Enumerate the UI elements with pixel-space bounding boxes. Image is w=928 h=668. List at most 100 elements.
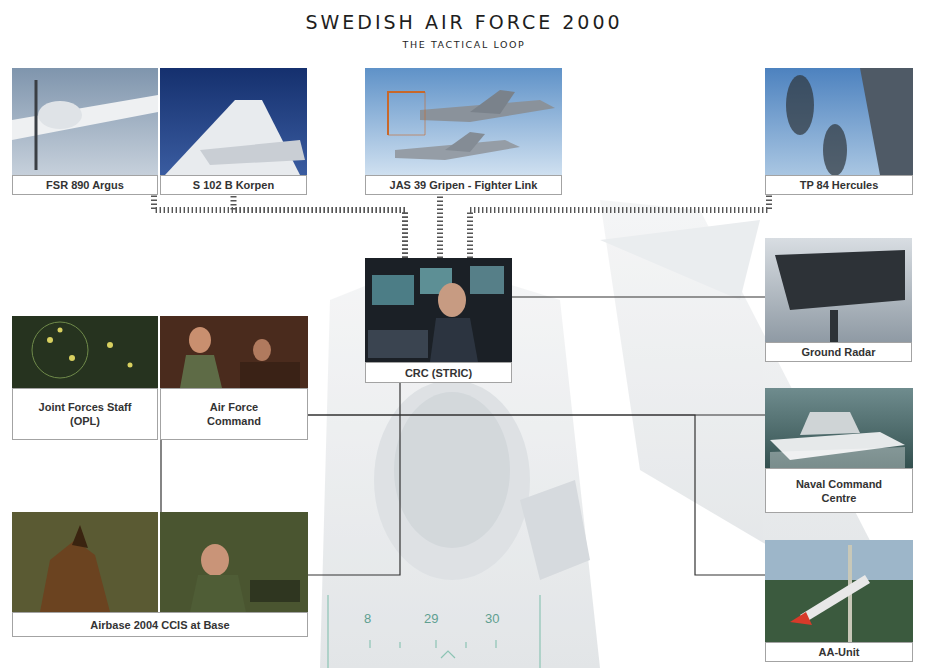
caption-band: S 102 B Korpen [160,175,307,195]
photo [160,512,308,612]
scope-dot [69,355,75,361]
photo-box: TP 84 Hercules [765,68,913,195]
photo-argus [12,68,158,175]
photo-jfs [12,316,158,388]
diagram-title: SWEDISH AIR FORCE 2000 [0,11,928,33]
propeller [823,124,847,176]
data-link-line [470,195,769,258]
photo-crc [365,258,512,362]
screen [372,275,414,305]
hud-tick [465,642,466,648]
person [189,327,211,353]
data-link-line [437,195,443,258]
photo-box: FSR 890 Argus [12,68,158,195]
diagram-subtitle: THE TACTICAL LOOP [0,39,928,50]
box-label: AA-Unit [819,645,860,659]
photo [765,68,913,175]
photo-gripen [365,68,562,175]
hud-number: 8 [364,611,371,626]
missile-flame [790,612,812,625]
hud-tick [435,640,436,648]
box-label: S 102 B Korpen [193,178,274,192]
person [253,339,271,361]
photo-aa [765,540,913,645]
photo-box: JAS 39 Gripen - Fighter Link [365,68,562,195]
soldier [201,544,229,576]
box-label: Airbase 2004 CCIS at Base [90,618,229,632]
missile [800,575,870,622]
jet-wing [445,132,485,152]
box-label: Air Force Command [194,400,274,428]
aircraft-wing [12,95,158,140]
caption-band: Airbase 2004 CCIS at Base [12,612,308,637]
hud-scale [328,595,540,668]
connector-line [308,383,400,575]
photo-box: Naval Command Centre [765,388,913,513]
scope-dot [107,342,113,348]
photo [12,316,158,388]
caption-band: Naval Command Centre [765,468,913,513]
box-label: JAS 39 Gripen - Fighter Link [390,178,538,192]
equipment [250,580,300,602]
photo-box: AA-Unit [765,540,913,662]
photo [365,68,562,175]
jet-canopy [374,380,530,580]
photo-box: CRC (STRIC) [365,258,512,383]
photo [12,512,158,612]
soldier-body [190,575,246,612]
scope-dot [128,363,133,368]
hud-caret [441,651,455,658]
photo [160,316,308,388]
hud-number: 29 [424,611,438,626]
target-bracket [388,92,425,135]
aircraft-body [200,140,305,165]
caption-band: Air Force Command [160,388,308,440]
operator [438,283,466,317]
caption-band: Joint Forces Staff (OPL) [12,388,158,440]
photo-box: S 102 B Korpen [160,68,307,195]
caption-band: JAS 39 Gripen - Fighter Link [365,175,562,195]
jet-canard [600,220,760,300]
hud-tick [369,640,370,648]
person-body [180,355,222,388]
data-link-line [154,195,405,258]
wake [770,447,905,468]
photo-naval [765,388,913,468]
sky [765,540,913,580]
photo-box: Air Force Command [160,316,308,440]
photo-afc [160,316,308,388]
scope-ring [32,322,88,378]
dog [40,540,110,612]
photo [765,238,912,342]
caption-band: CRC (STRIC) [365,362,512,383]
photo [765,388,913,468]
operator-body [430,318,478,362]
jet-intake [520,480,590,580]
aircraft-engine [38,101,82,129]
box-label: CRC (STRIC) [405,366,472,380]
hud-line [539,595,540,668]
photo-korpen [160,68,307,175]
box-label: TP 84 Hercules [800,178,879,192]
caption-band: AA-Unit [765,642,913,662]
jet-wing [470,90,515,114]
scope-dot [58,328,63,333]
hud-tick [399,642,400,648]
box-label: Naval Command Centre [783,477,895,505]
connector-line [160,440,161,512]
box-label: Joint Forces Staff (OPL) [29,400,141,428]
radar-antenna [775,250,905,310]
photo-hercules [765,68,913,176]
caption-band: TP 84 Hercules [765,175,913,195]
connector-line [512,296,765,297]
console [368,330,428,358]
connector-line [308,415,765,575]
jet-fuselage [320,260,600,668]
photo-box: Joint Forces Staff (OPL) [12,316,158,440]
photo [365,258,512,362]
caption-band: Ground Radar [765,342,912,362]
boat-cabin [800,412,860,435]
radar-mast [830,310,838,342]
